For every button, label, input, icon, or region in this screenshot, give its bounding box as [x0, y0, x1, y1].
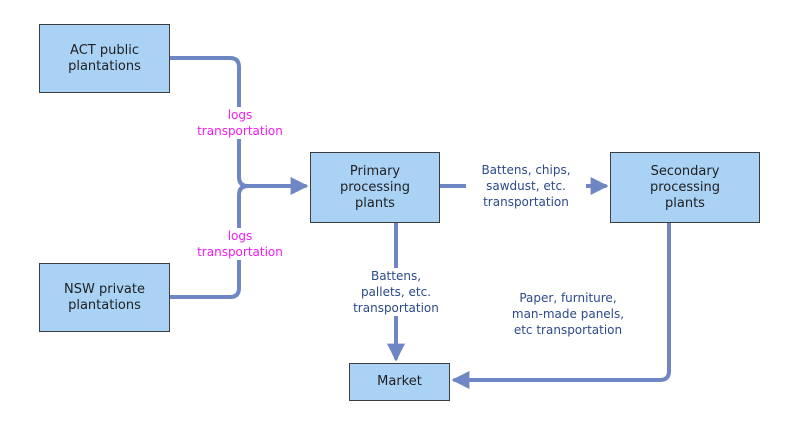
- node-nsw-label: NSW private plantations: [64, 281, 145, 313]
- node-nsw-private-plantations: NSW private plantations: [39, 263, 170, 332]
- edge-label-nsw-logs: logs transportation: [190, 228, 290, 260]
- edge-label-primary-market: Battens, pallets, etc. transportation: [341, 268, 451, 316]
- node-market: Market: [349, 363, 450, 401]
- node-primary-processing-plants: Primary processing plants: [310, 152, 440, 223]
- node-market-label: Market: [377, 374, 422, 389]
- edge-secondary-to-market: [451, 221, 671, 389]
- node-secondary-label: Secondary processing plants: [649, 163, 721, 211]
- node-secondary-processing-plants: Secondary processing plants: [610, 152, 760, 223]
- node-primary-label: Primary processing plants: [339, 163, 411, 211]
- edge-label-secondary-market: Paper, furniture, man-made panels, etc t…: [511, 291, 625, 337]
- edge-nsw-to-primary: [168, 184, 250, 299]
- edge-label-primary-secondary: Battens, chips, sawdust, etc. transporta…: [466, 162, 586, 210]
- node-act-label: ACT public plantations: [68, 42, 141, 74]
- edge-label-act-logs: logs transportation: [190, 107, 290, 139]
- node-act-public-plantations: ACT public plantations: [39, 24, 170, 93]
